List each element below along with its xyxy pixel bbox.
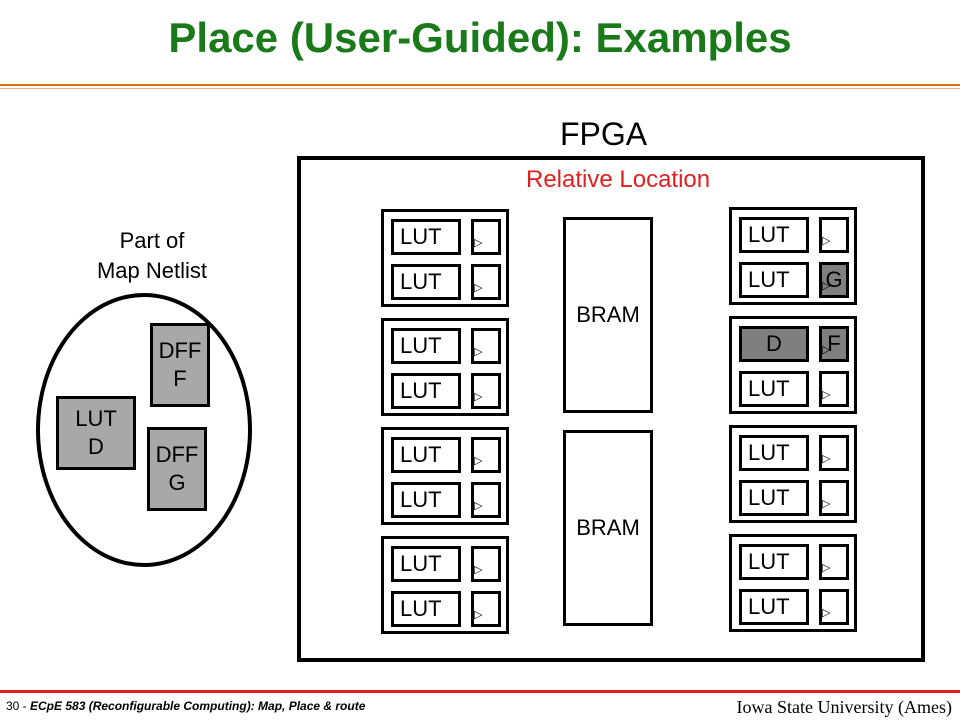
netlist-label: Part of Map Netlist (62, 226, 242, 286)
footer: 30 - ECpE 583 (Reconfigurable Computing)… (0, 690, 960, 723)
bram-label: BRAM (576, 515, 640, 540)
netlist-dff-g: DFF G (147, 427, 207, 511)
clb-left-4: LUT ▷ LUT ▷ (381, 536, 509, 634)
clock-triangle-icon: ▷ (822, 498, 831, 510)
bram-block-bottom: BRAM (563, 430, 653, 626)
clock-triangle-icon: ▷ (822, 344, 831, 356)
slide-title: Place (User-Guided): Examples (168, 14, 792, 61)
clb-left-1: LUT ▷ LUT ▷ (381, 209, 509, 307)
ff-cell: ▷ (471, 328, 501, 364)
netlist-label-line2: Map Netlist (96, 258, 208, 283)
placed-ff-f-label: F (827, 331, 841, 356)
netlist-dff-f: DFF F (150, 323, 210, 407)
clb-right-1: LUT ▷ LUT G ▷ (729, 207, 857, 305)
clb-left-2: LUT ▷ LUT ▷ (381, 318, 509, 416)
ff-cell: ▷ (471, 546, 501, 582)
lut-cell: LUT (739, 589, 809, 625)
netlist-ellipse (36, 293, 252, 567)
lut-cell: LUT (391, 373, 461, 409)
ff-cell: ▷ (819, 544, 849, 580)
lut-cell: LUT (739, 544, 809, 580)
title-rule-secondary (0, 88, 960, 89)
bram-block-top: BRAM (563, 217, 653, 413)
title-rule (0, 84, 960, 86)
netlist-lut-d-line1: LUT (75, 406, 117, 431)
ff-cell: ▷ (819, 217, 849, 253)
clock-triangle-icon: ▷ (822, 562, 831, 574)
clock-triangle-icon: ▷ (474, 391, 483, 403)
ff-cell: ▷ (471, 437, 501, 473)
fpga-outline (297, 156, 925, 662)
lut-cell: LUT (391, 328, 461, 364)
clock-triangle-icon: ▷ (822, 453, 831, 465)
lut-cell: LUT (391, 546, 461, 582)
lut-cell: LUT (739, 480, 809, 516)
clb-left-3: LUT ▷ LUT ▷ (381, 427, 509, 525)
lut-cell-placed-d: D (739, 326, 809, 362)
course-title: ECpE 583 (Reconfigurable Computing): Map… (30, 699, 366, 713)
clock-triangle-icon: ▷ (474, 282, 483, 294)
lut-cell: LUT (739, 262, 809, 298)
clock-triangle-icon: ▷ (822, 235, 831, 247)
bram-label: BRAM (576, 302, 640, 327)
lut-cell: LUT (391, 591, 461, 627)
lut-cell: LUT (739, 435, 809, 471)
netlist-label-line1: Part of (119, 228, 185, 253)
clock-triangle-icon: ▷ (474, 237, 483, 249)
ff-cell: ▷ (819, 480, 849, 516)
clb-right-4: LUT ▷ LUT ▷ (729, 534, 857, 632)
fpga-label: FPGA (560, 116, 648, 152)
lut-cell: LUT (391, 219, 461, 255)
ff-cell-placed-g: G ▷ (819, 262, 849, 298)
netlist-dff-f-line2: F (173, 366, 187, 391)
lut-cell: LUT (391, 264, 461, 300)
ff-cell: ▷ (471, 264, 501, 300)
netlist-dff-f-line1: DFF (158, 338, 202, 363)
clock-triangle-icon: ▷ (822, 607, 831, 619)
ff-cell-placed-f: F ▷ (819, 326, 849, 362)
lut-cell: LUT (739, 371, 809, 407)
lut-cell: LUT (391, 482, 461, 518)
clb-right-2: D F ▷ LUT ▷ (729, 316, 857, 414)
clock-triangle-icon: ▷ (474, 564, 483, 576)
institution-name: Iowa State University (Ames) (736, 697, 952, 717)
footer-left: 30 - ECpE 583 (Reconfigurable Computing)… (6, 699, 365, 713)
clb-right-3: LUT ▷ LUT ▷ (729, 425, 857, 523)
netlist-lut-d-line2: D (88, 434, 104, 459)
clock-triangle-icon: ▷ (474, 500, 483, 512)
placed-ff-g-label: G (825, 267, 843, 292)
ff-cell: ▷ (819, 589, 849, 625)
lut-cell: LUT (739, 217, 809, 253)
clock-triangle-icon: ▷ (474, 346, 483, 358)
ff-cell: ▷ (819, 371, 849, 407)
clock-triangle-icon: ▷ (822, 280, 831, 292)
clock-triangle-icon: ▷ (474, 609, 483, 621)
netlist-lut-d: LUT D (56, 396, 136, 470)
ff-cell: ▷ (471, 482, 501, 518)
ff-cell: ▷ (471, 591, 501, 627)
ff-cell: ▷ (471, 373, 501, 409)
netlist-dff-g-line1: DFF (155, 442, 199, 467)
ff-cell: ▷ (819, 435, 849, 471)
netlist-dff-g-line2: G (168, 470, 186, 495)
clock-triangle-icon: ▷ (474, 455, 483, 467)
relative-location-label: Relative Location (526, 166, 711, 193)
lut-cell: LUT (391, 437, 461, 473)
page-number: 30 - (6, 699, 31, 713)
clock-triangle-icon: ▷ (822, 389, 831, 401)
ff-cell: ▷ (471, 219, 501, 255)
